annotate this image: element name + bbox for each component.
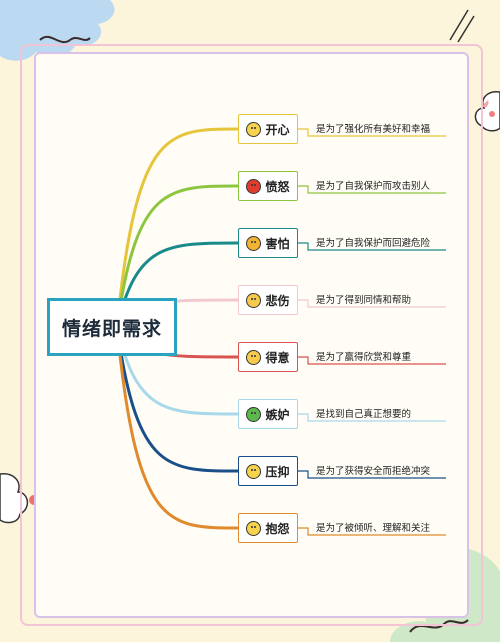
smug-face-icon — [246, 349, 262, 365]
scared-face-icon — [246, 235, 262, 251]
description-underline — [298, 527, 446, 536]
emotion-description: 是为了自我保护而回避危险 — [316, 238, 431, 249]
corner-line-decoration — [449, 9, 475, 43]
emotion-description: 是为了得到同情和帮助 — [316, 295, 412, 306]
branch-connector — [116, 184, 239, 320]
emotion-description: 是找到自己真正想要的 — [316, 409, 412, 420]
branch-connector — [116, 241, 239, 323]
emotion-description: 是为了获得安全而拒绝冲突 — [316, 466, 431, 477]
angry-face-icon — [246, 178, 262, 194]
branch-connector — [116, 331, 239, 416]
emotion-node: 嫉妒 — [238, 399, 298, 429]
emotion-description: 是为了被倾听、理解和关注 — [316, 523, 431, 534]
sad-face-icon — [246, 292, 262, 308]
description-underline — [298, 470, 446, 479]
outer-frame — [20, 44, 483, 626]
emotion-node: 得意 — [238, 342, 298, 372]
emotion-label: 嫉妒 — [265, 407, 290, 422]
branch-connector — [116, 127, 239, 317]
emotion-label: 开心 — [265, 122, 290, 137]
emotion-node: 害怕 — [238, 228, 298, 258]
expressionless-face-icon — [246, 463, 262, 479]
emotion-node: 压抑 — [238, 456, 298, 486]
emotion-node: 愤怒 — [238, 171, 298, 201]
emotion-label: 压抑 — [265, 464, 290, 479]
emotion-node: 抱怨 — [238, 513, 298, 543]
weary-face-icon — [246, 520, 262, 536]
emotion-label: 抱怨 — [265, 521, 290, 536]
emotion-node: 悲伤 — [238, 285, 298, 315]
description-underline — [298, 413, 446, 422]
description-underline — [298, 356, 446, 365]
happy-face-icon — [246, 121, 262, 137]
envious-face-icon — [246, 406, 262, 422]
description-underline — [298, 185, 446, 194]
emotion-node: 开心 — [238, 114, 298, 144]
branch-connector — [116, 337, 239, 530]
branch-connector — [116, 334, 239, 473]
description-underline — [298, 242, 446, 251]
emotion-label: 愤怒 — [265, 179, 290, 194]
emotion-label: 得意 — [265, 350, 290, 365]
emotion-description: 是为了自我保护而攻击别人 — [316, 181, 431, 192]
emotion-label: 悲伤 — [265, 293, 290, 308]
root-topic: 情绪即需求 — [47, 298, 177, 356]
description-underline — [298, 299, 446, 308]
emotion-description: 是为了强化所有美好和幸福 — [316, 124, 431, 135]
emotion-label: 害怕 — [265, 236, 290, 251]
emotion-description: 是为了赢得欣赏和尊重 — [316, 352, 412, 363]
description-underline — [298, 128, 446, 137]
